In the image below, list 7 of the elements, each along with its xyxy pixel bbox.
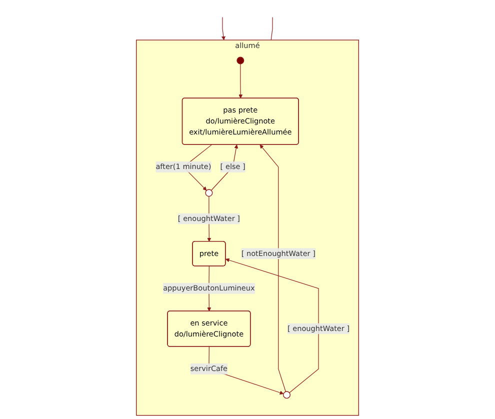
arrow [260,144,286,392]
arrow [221,17,226,40]
node-circle [236,56,244,64]
node-circle [205,189,213,197]
arrow [225,258,319,394]
node-circle [283,391,290,399]
arrow [238,64,243,98]
